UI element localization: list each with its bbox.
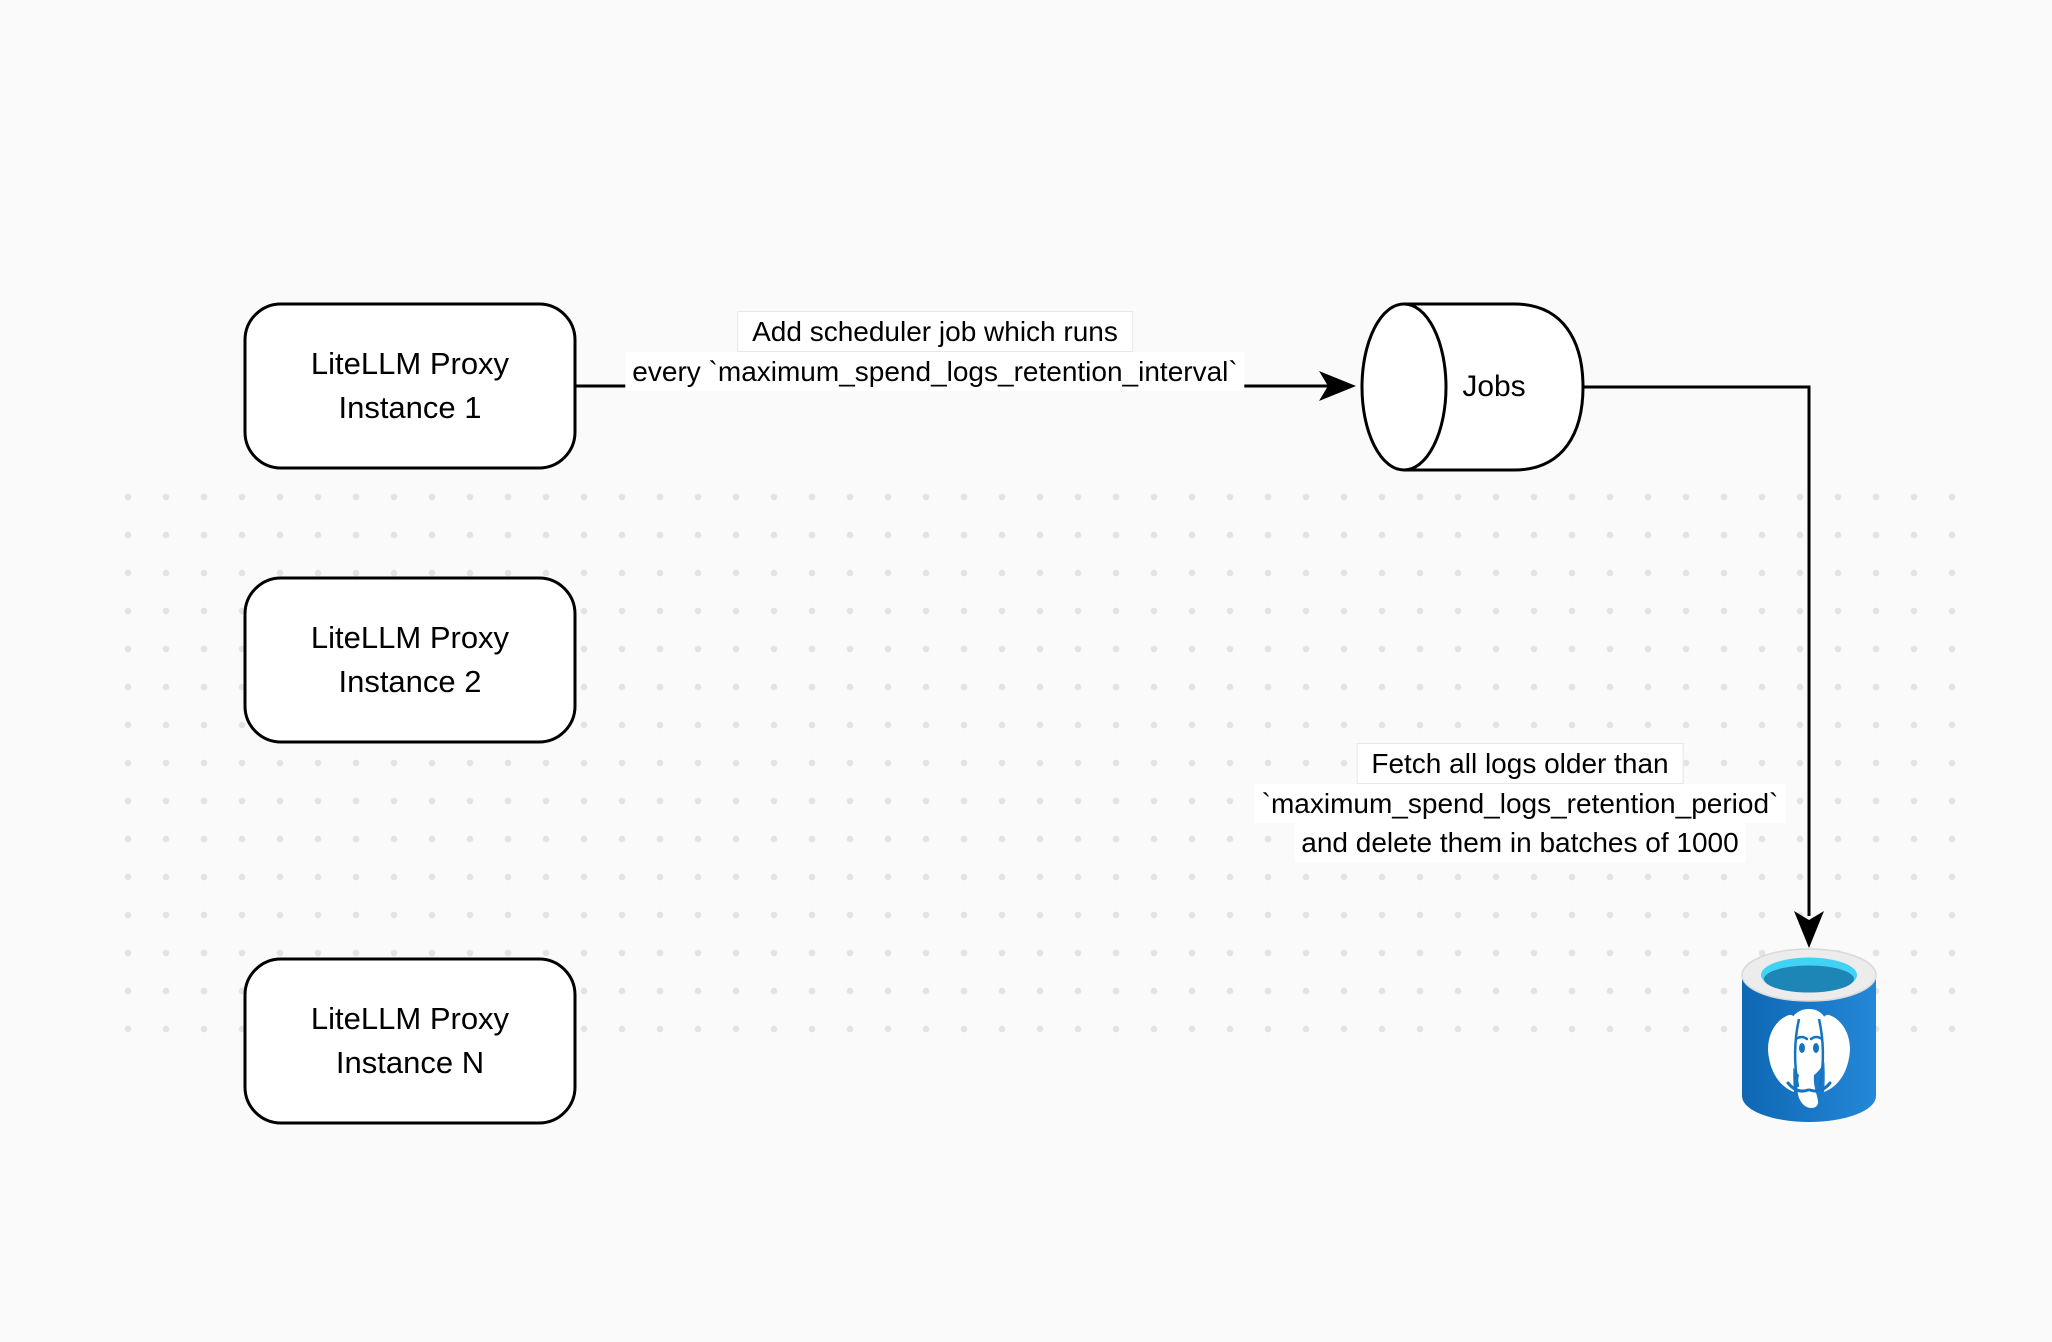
edge-label-line: Add scheduler job which runs xyxy=(625,311,1244,352)
label-line: LiteLLM Proxy xyxy=(310,620,510,655)
edge-label-fetch: Fetch all logs older than `maximum_spend… xyxy=(1254,743,1786,862)
database-opening-teal xyxy=(1764,965,1854,993)
edge-label-line: Fetch all logs older than xyxy=(1255,743,1786,784)
label-line: LiteLLM Proxy xyxy=(310,1001,510,1036)
label-line: Instance N xyxy=(335,1045,485,1080)
label-line: LiteLLM Proxy xyxy=(310,346,510,381)
node-litellm-proxy-instance-2 xyxy=(243,576,577,744)
postgres-elephant-icon xyxy=(1768,1009,1850,1109)
edge-label-line: every `maximum_spend_logs_retention_inte… xyxy=(625,352,1245,391)
label-instance-1: LiteLLM Proxy Instance 1 xyxy=(245,342,575,430)
label-instance-2: LiteLLM Proxy Instance 2 xyxy=(245,616,575,704)
node-jobs-queue xyxy=(1360,302,1585,472)
label-line: Instance 1 xyxy=(338,390,482,425)
label-line: Instance 2 xyxy=(338,664,482,699)
node-litellm-proxy-instance-1 xyxy=(243,302,577,470)
edge-fetch-arrow xyxy=(1583,385,1824,948)
edge-label-line: and delete them in batches of 1000 xyxy=(1255,823,1786,862)
node-litellm-proxy-instance-n xyxy=(243,957,577,1125)
edge-label-line: `maximum_spend_logs_retention_period` xyxy=(1254,784,1786,823)
label-jobs: Jobs xyxy=(1462,370,1526,403)
postgresql-icon xyxy=(1741,948,1877,1122)
label-instance-n: LiteLLM Proxy Instance N xyxy=(245,997,575,1085)
edge-label-scheduler: Add scheduler job which runs every `maxi… xyxy=(625,311,1245,391)
